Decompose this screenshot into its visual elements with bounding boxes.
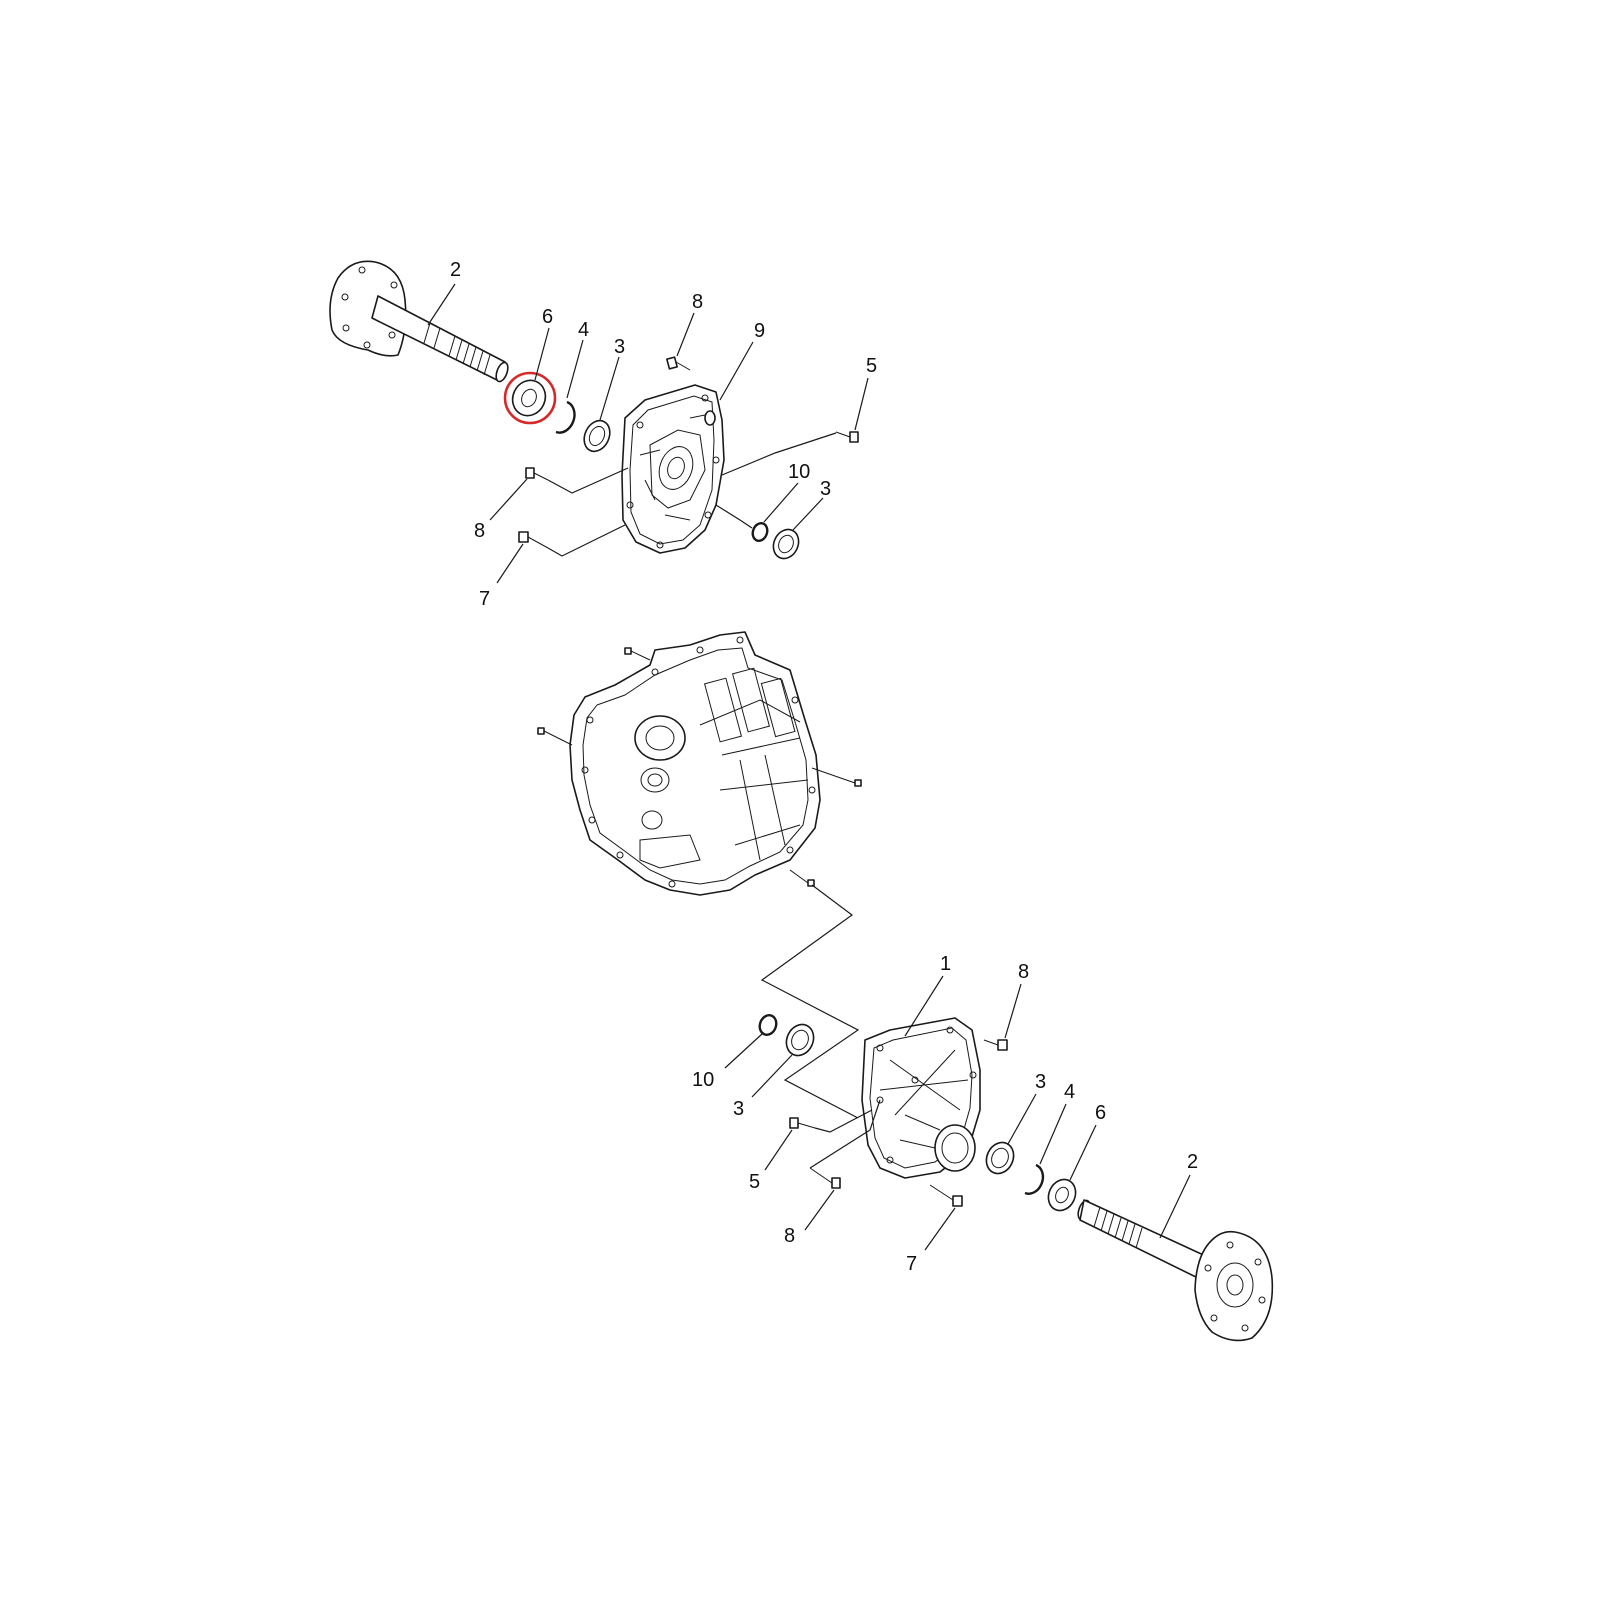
bottom-thrust-washer (1047, 1178, 1077, 1212)
assembly-path (760, 884, 860, 1119)
assembly-line (814, 1109, 873, 1133)
leader-line (1159, 1174, 1191, 1239)
bottom-bolt-upper (983, 1039, 1008, 1051)
dowel-pin (789, 869, 815, 887)
top-small-ring (751, 522, 769, 542)
leader-line (1007, 1093, 1037, 1145)
dowel-pin (537, 727, 573, 746)
leader-line (1069, 1124, 1097, 1181)
leader-line (427, 283, 456, 326)
leader-line (496, 543, 524, 584)
leader-line (904, 975, 944, 1037)
callout-bottom-seal-left: 3 (733, 1098, 744, 1120)
leader-line (599, 356, 620, 421)
leader-line (1039, 1103, 1067, 1165)
leader-line (804, 1189, 835, 1231)
assembly-line (547, 467, 629, 494)
callout-bottom-seal-right: 3 (1035, 1071, 1046, 1093)
top-snap-ring (555, 400, 576, 434)
callout-top-bolt-left: 8 (474, 520, 485, 542)
top-bolt-right (835, 431, 859, 443)
callout-bottom-snap-ring: 4 (1064, 1081, 1075, 1103)
top-axle-shaft (329, 260, 509, 383)
callout-top-bolt-right: 5 (866, 355, 877, 377)
bottom-bolt-short (789, 1117, 816, 1129)
leader-line (854, 377, 869, 431)
leader-line (751, 1054, 793, 1098)
bottom-oil-seal-right (985, 1141, 1015, 1175)
callout-bottom-washer: 6 (1095, 1102, 1106, 1124)
bottom-small-ring (758, 1014, 778, 1036)
callout-top-axle: 2 (450, 259, 461, 281)
top-bolt-long (518, 531, 549, 549)
top-oil-seal (583, 419, 611, 453)
assembly-line (809, 1099, 881, 1169)
top-thrust-washer (511, 379, 547, 417)
top-cover-housing (621, 384, 725, 554)
callout-bottom-bolt-upper: 8 (1018, 961, 1029, 983)
callout-bottom-bolt-left: 8 (784, 1225, 795, 1247)
callout-top-bolt-upper: 8 (692, 291, 703, 313)
callout-top-small-ring: 10 (788, 461, 810, 483)
bottom-axle-shaft (1077, 1199, 1274, 1342)
bottom-bolt-long (929, 1184, 963, 1207)
leader-line (566, 339, 584, 399)
callout-bottom-axle: 2 (1187, 1151, 1198, 1173)
bottom-oil-seal-left (785, 1023, 815, 1057)
assembly-line (547, 524, 626, 557)
bottom-assembly: 1 8 10 3 3 4 (692, 953, 1274, 1342)
leader-line (724, 1033, 763, 1069)
leader-line (676, 312, 695, 357)
dowel-pin (811, 767, 862, 787)
bottom-cover-housing (861, 1017, 981, 1179)
top-assembly: 2 6 4 3 (329, 259, 877, 610)
transaxle-case (537, 631, 862, 896)
callout-bottom-bolt-short: 5 (749, 1171, 760, 1193)
leader-line (534, 327, 550, 381)
callout-bottom-bolt-long: 7 (906, 1253, 917, 1275)
dowel-pin (624, 647, 651, 661)
bottom-bolt-left (809, 1167, 841, 1189)
callout-top-bolt-long: 7 (479, 588, 490, 610)
callout-top-seal-lower: 3 (820, 478, 831, 500)
highlight-circle (503, 371, 557, 425)
bottom-snap-ring (1024, 1163, 1045, 1195)
top-bolt-left (525, 467, 549, 481)
leader-line (764, 1129, 793, 1171)
callout-top-snap-ring: 4 (578, 319, 589, 341)
assembly-line (715, 504, 753, 529)
leader-line (924, 1207, 956, 1251)
leader-line (489, 478, 528, 521)
callout-bottom-small-ring: 10 (692, 1069, 714, 1091)
leader-line (719, 341, 754, 401)
assembly-line (721, 432, 837, 476)
top-bolt-upper (666, 356, 691, 371)
callout-top-cover: 9 (754, 320, 765, 342)
callout-bottom-cover: 1 (940, 953, 951, 975)
callout-top-seal: 3 (614, 336, 625, 358)
callout-top-washer: 6 (542, 306, 553, 328)
leader-line (792, 497, 824, 531)
leader-line (1004, 983, 1022, 1039)
leader-line (763, 482, 799, 523)
top-oil-seal-lower (772, 528, 800, 560)
